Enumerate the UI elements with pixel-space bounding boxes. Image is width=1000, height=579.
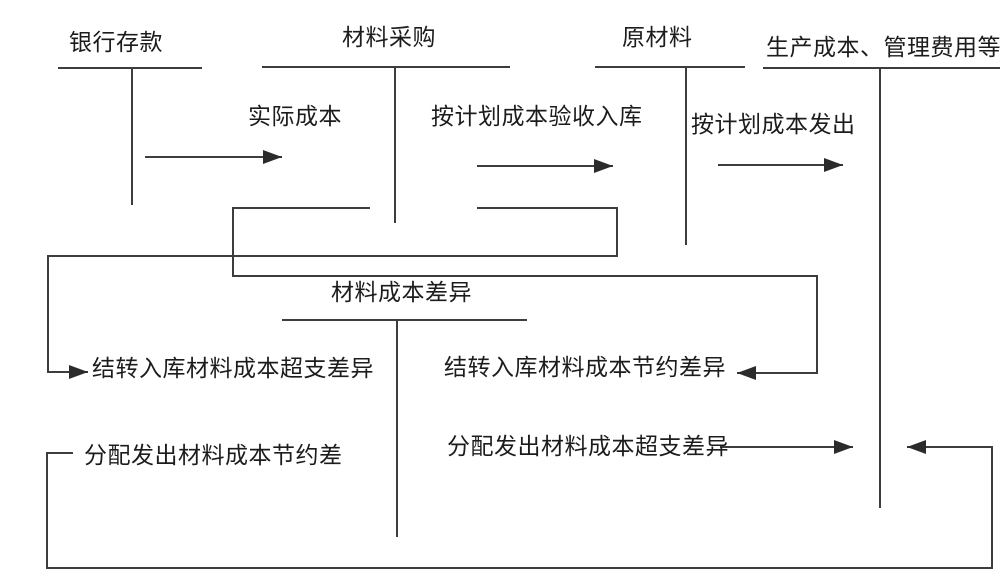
account-title-purchase: 材料采购: [342, 24, 436, 50]
account-title-bank: 银行存款: [69, 29, 163, 55]
label-issue-at-planned-cost: 按计划成本发出: [691, 111, 856, 137]
label-allocate-saving-variance: 分配发出材料成本节约差: [84, 442, 343, 468]
path-transfer-saving-variance-in: [232, 207, 818, 380]
path-transfer-overrun-variance-in: [47, 207, 618, 379]
path-allocate-saving-variance: [46, 440, 993, 569]
label-actual-cost: 实际成本: [248, 103, 342, 129]
label-transfer-in-overrun-variance: 结转入库材料成本超支差异: [92, 355, 374, 381]
account-title-cost-variance: 材料成本差异: [331, 279, 472, 305]
label-allocate-overrun-variance: 分配发出材料成本超支差异: [447, 433, 729, 459]
label-receive-at-planned-cost: 按计划成本验收入库: [431, 103, 643, 129]
account-title-production-cost: 生产成本、管理费用等: [766, 34, 1000, 60]
account-title-raw-material: 原材料: [622, 24, 693, 50]
label-transfer-in-saving-variance: 结转入库材料成本节约差异: [444, 354, 726, 380]
